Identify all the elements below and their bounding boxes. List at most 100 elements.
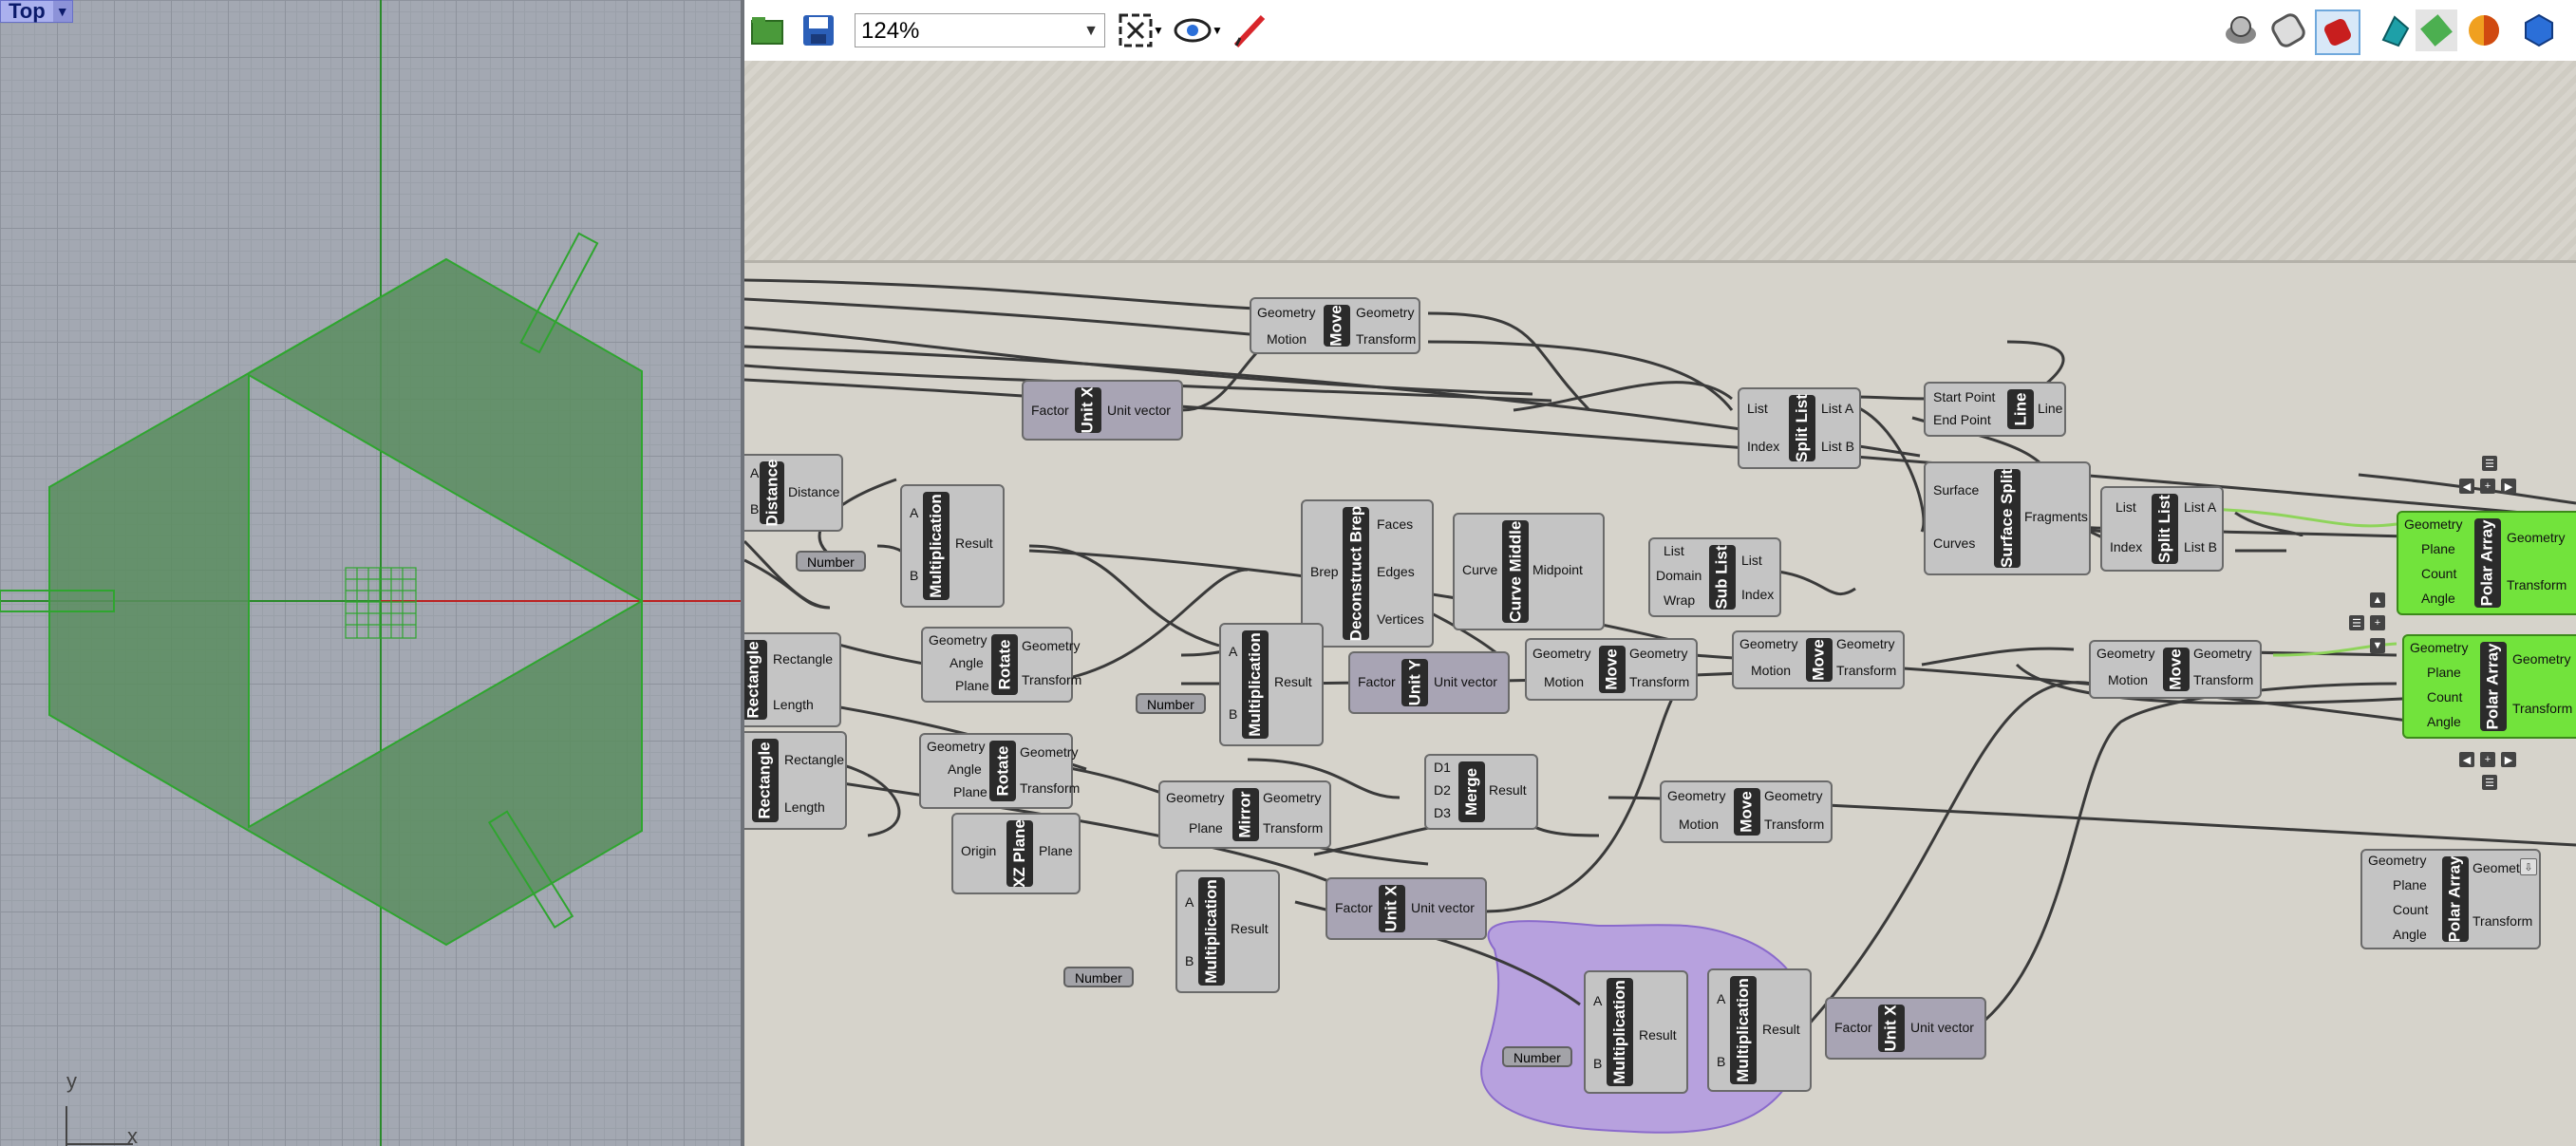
component-name: Move [2167, 648, 2185, 690]
zoom-menu-chevron-icon[interactable]: ▼ [1153, 24, 1164, 37]
output-transform: Transform [1020, 780, 1081, 796]
preview-mesh-icon[interactable] [2374, 9, 2416, 51]
polar-array-component-1[interactable]: Geometry Plane Count Angle Polar Array G… [2397, 511, 2576, 615]
input-motion: Motion [1267, 331, 1307, 347]
arrow-right-icon-2[interactable]: ▶ [2501, 752, 2516, 767]
input-origin: Origin [961, 843, 997, 858]
preview-menu-chevron-icon[interactable]: ▼ [1212, 24, 1223, 37]
arrow-left-icon[interactable]: ◀ [2459, 479, 2474, 494]
multiplication-component-5[interactable]: A B Multiplication Result [1707, 968, 1812, 1092]
input-motion: Motion [1544, 674, 1585, 689]
component-name: Merge [1462, 767, 1481, 817]
open-file-icon[interactable] [746, 9, 788, 51]
move-component-1[interactable]: Geometry Motion Move Geometry Transform [1250, 297, 1420, 354]
zoom-select[interactable]: 124% ▼ [855, 13, 1105, 47]
zoom-extents-icon[interactable] [1115, 9, 1156, 51]
component-name: Move [1738, 791, 1756, 833]
viewport-menu-chevron-icon[interactable]: ▼ [52, 1, 72, 22]
group-menu-icon-3[interactable]: ☰ [2482, 775, 2497, 790]
arrow-up-icon[interactable]: ▲ [2370, 592, 2385, 608]
group-menu-icon[interactable]: ☰ [2482, 456, 2497, 471]
input-curves: Curves [1933, 535, 1976, 551]
rectangle-component-1[interactable]: Rectangle Rectangle Length [744, 632, 841, 727]
multiplication-component-1[interactable]: A B Multiplication Result [900, 484, 1005, 608]
group-menu-icon-2[interactable]: ☰ [2349, 615, 2364, 630]
arrow-down-icon[interactable]: ▼ [2370, 638, 2385, 653]
arrow-left-icon-2[interactable]: ◀ [2459, 752, 2474, 767]
zoom-value: 124% [861, 18, 920, 44]
multiplication-component-3[interactable]: A B Multiplication Result [1175, 870, 1280, 993]
preview-green-icon[interactable] [2416, 9, 2457, 51]
split-list-component-1[interactable]: List Index Split List List A List B [1738, 387, 1861, 469]
rhino-viewport[interactable]: Top ▼ y x [0, 0, 741, 1146]
merge-component[interactable]: D1 D2 D3 Merge Result [1424, 754, 1538, 830]
move-component-5[interactable]: Geometry Motion Move Geometry Transform [1660, 780, 1833, 843]
rectangle-component-2[interactable]: ne ze ze us Rectangle Rectangle Length [744, 731, 847, 830]
preview-eye-icon[interactable] [1172, 9, 1213, 51]
grasshopper-editor[interactable]: 124% ▼ ▼ ▼ [744, 0, 2576, 1146]
input-index: Index [1747, 439, 1780, 454]
sub-list-component[interactable]: List Domain Wrap Sub List List Index [1648, 537, 1781, 617]
preview-wireframe-icon[interactable] [2220, 9, 2262, 51]
input-count: Count [2421, 566, 2457, 581]
input-geometry: Geometry [2410, 640, 2469, 655]
sketch-pen-icon[interactable] [1231, 9, 1272, 51]
number-param-1[interactable]: Number [796, 551, 866, 572]
unit-y-component[interactable]: Factor Unit Y Unit vector [1348, 651, 1510, 714]
pane-splitter[interactable] [741, 0, 744, 1146]
move-component-3[interactable]: Geometry Motion Move Geometry Transform [1732, 630, 1905, 689]
output-geometry: Geometry [1022, 638, 1081, 653]
save-file-icon[interactable] [798, 9, 839, 51]
preview-shaded-icon[interactable] [2267, 9, 2309, 51]
component-name: Multiplication [1246, 632, 1265, 737]
input-start-point: Start Point [1933, 389, 1996, 404]
surface-split-component[interactable]: Surface Curves Surface Split Fragments [1924, 461, 2091, 575]
output-unit-vector: Unit vector [1434, 674, 1497, 689]
mirror-component[interactable]: Geometry Plane Mirror Geometry Transform [1158, 780, 1331, 849]
slot-rect-top [519, 232, 599, 354]
number-param-4[interactable]: Number [1502, 1046, 1572, 1067]
output-list-b: List B [1821, 439, 1855, 454]
input-geometry: Geometry [1532, 646, 1591, 661]
move-component-4[interactable]: Geometry Motion Move Geometry Transform [2089, 640, 2262, 699]
preview-polygon-icon[interactable] [2518, 9, 2560, 51]
input-a: A [1229, 644, 1238, 659]
arrow-right-icon[interactable]: ▶ [2501, 479, 2516, 494]
rotate-component-2[interactable]: Geometry Angle Plane Rotate Geometry Tra… [919, 733, 1080, 809]
xz-plane-component[interactable]: Origin XZ Plane Plane [951, 813, 1081, 894]
input-list: List [1664, 543, 1684, 558]
input-b: B [1185, 953, 1194, 968]
hexagon-shape [48, 257, 645, 947]
plus-icon-2[interactable]: + [2370, 615, 2385, 630]
polar-array-component-2[interactable]: Geometry Plane Count Angle Polar Array G… [2402, 634, 2576, 739]
input-factor: Factor [1335, 900, 1373, 915]
preview-selected-icon[interactable] [2315, 9, 2360, 55]
number-param-3[interactable]: Number [1063, 967, 1134, 987]
plus-icon-3[interactable]: + [2480, 752, 2495, 767]
output-plane: Plane [1039, 843, 1073, 858]
polar-array-component-3[interactable]: Geometry Plane Count Angle Polar Array G… [2360, 849, 2541, 949]
unit-x-component-2[interactable]: Factor Unit X Unit vector [1326, 877, 1487, 940]
center-grid-marker [345, 567, 417, 639]
expand-output-icon[interactable]: ⇩ [2520, 858, 2537, 875]
multiplication-component-4[interactable]: A B Multiplication Result [1584, 970, 1688, 1094]
multiplication-component-2[interactable]: A B Multiplication Result [1219, 623, 1324, 746]
input-wrap: Wrap [1664, 592, 1696, 608]
unit-x-component-3[interactable]: Factor Unit X Unit vector [1825, 997, 1986, 1060]
viewport-title-tab[interactable]: Top ▼ [0, 0, 73, 23]
output-transform: Transform [2512, 701, 2573, 716]
line-component[interactable]: Start Point End Point Line Line [1924, 382, 2066, 437]
rotate-component-1[interactable]: Geometry Angle Plane Rotate Geometry Tra… [921, 627, 1081, 703]
number-param-2[interactable]: Number [1136, 693, 1206, 714]
unit-x-component-1[interactable]: Factor Unit X Unit vector [1022, 380, 1183, 441]
plus-icon[interactable]: + [2480, 479, 2495, 494]
output-geometry: Geometry [2507, 530, 2566, 545]
split-list-component-2[interactable]: List Index Split List List A List B [2100, 486, 2224, 572]
input-angle: Angle [2421, 591, 2455, 606]
move-component-2[interactable]: Geometry Motion Move Geometry Transform [1525, 638, 1698, 701]
preview-material-icon[interactable] [2463, 9, 2505, 51]
distance-component[interactable]: A B Distance Distance [744, 454, 843, 532]
component-name: Unit X [1079, 386, 1098, 434]
curve-middle-component[interactable]: Curve Curve Middle Midpoint [1453, 513, 1605, 630]
deconstruct-brep-component[interactable]: Brep Deconstruct Brep Faces Edges Vertic… [1301, 499, 1434, 648]
